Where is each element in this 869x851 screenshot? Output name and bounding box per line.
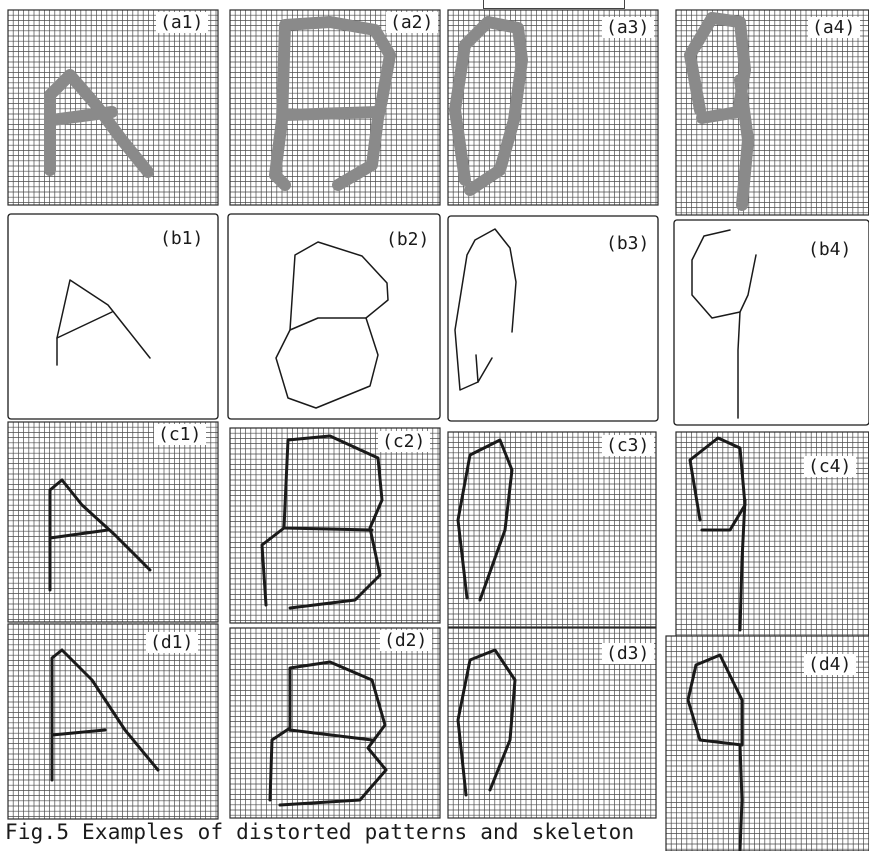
svg-text:(c4): (c4) bbox=[808, 456, 851, 477]
svg-text:(d4): (d4) bbox=[808, 654, 851, 675]
panel-d2-grid bbox=[230, 628, 440, 818]
panel-label-c1: (c1) bbox=[154, 424, 206, 445]
panel-label-d4: (d4) bbox=[804, 654, 856, 675]
panel-label-b2: (b2) bbox=[382, 229, 434, 250]
svg-text:(c2): (c2) bbox=[382, 431, 425, 452]
panel-label-c2: (c2) bbox=[378, 431, 430, 452]
panel-label-a2: (a2) bbox=[386, 12, 438, 33]
svg-text:(a4): (a4) bbox=[812, 17, 855, 38]
trace-c2-mid bbox=[284, 528, 372, 530]
svg-text:(a2): (a2) bbox=[390, 12, 433, 33]
panel-c2-grid bbox=[230, 428, 440, 623]
panel-label-c4: (c4) bbox=[804, 456, 856, 477]
panel-label-d1: (d1) bbox=[146, 632, 198, 653]
svg-text:(c3): (c3) bbox=[606, 435, 649, 456]
panel-label-d2: (d2) bbox=[380, 630, 432, 651]
panel-label-a1: (a1) bbox=[156, 12, 208, 33]
svg-text:(b3): (b3) bbox=[606, 233, 649, 254]
svg-text:(d1): (d1) bbox=[150, 632, 193, 653]
svg-text:(b1): (b1) bbox=[160, 228, 203, 249]
panel-label-b3: (b3) bbox=[602, 233, 654, 254]
svg-text:(a3): (a3) bbox=[606, 17, 649, 38]
svg-text:(b4): (b4) bbox=[808, 239, 851, 260]
panel-label-b1: (b1) bbox=[156, 228, 208, 249]
figure-caption: Fig.5 Examples of distorted patterns and… bbox=[5, 820, 634, 844]
panel-label-a4: (a4) bbox=[808, 17, 860, 38]
panel-label-b4: (b4) bbox=[804, 239, 856, 260]
panel-label-a3: (a3) bbox=[602, 17, 654, 38]
pattern-a1-crossbar bbox=[52, 112, 112, 120]
svg-text:(d3): (d3) bbox=[606, 643, 649, 664]
panel-d1-grid bbox=[8, 624, 218, 819]
svg-text:(b2): (b2) bbox=[386, 229, 429, 250]
panel-label-c3: (c3) bbox=[602, 435, 654, 456]
svg-text:(c1): (c1) bbox=[158, 424, 201, 445]
panel-label-d3: (d3) bbox=[602, 643, 654, 664]
panel-c1-grid bbox=[8, 422, 218, 622]
svg-text:(d2): (d2) bbox=[384, 630, 427, 651]
panel-c3-grid bbox=[448, 432, 656, 627]
pattern-a2-middle bbox=[285, 112, 378, 115]
svg-text:(a1): (a1) bbox=[160, 12, 203, 33]
panel-a3-grid bbox=[448, 10, 658, 205]
